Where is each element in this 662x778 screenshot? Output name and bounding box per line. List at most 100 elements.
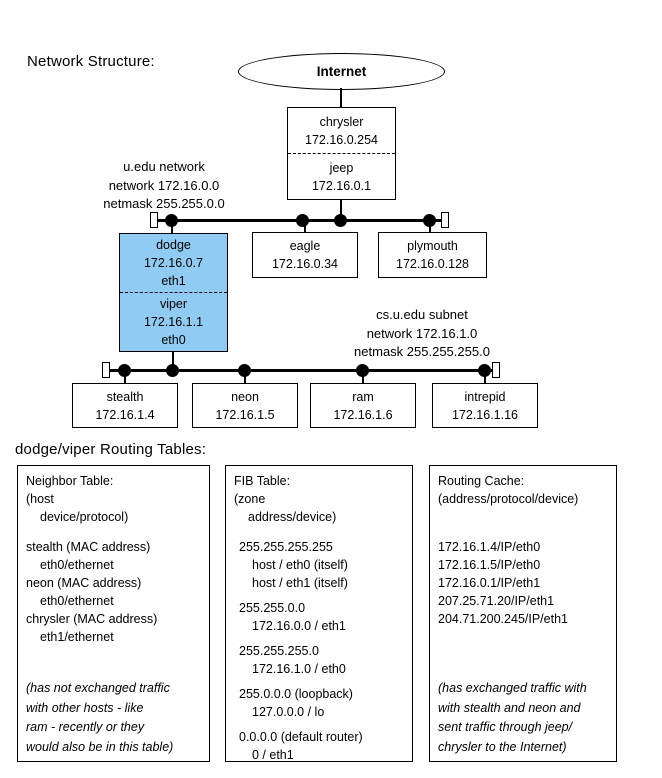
cache-entry: 172.16.1.5/IP/eth0	[438, 558, 541, 572]
node-ip: 172.16.1.1	[143, 315, 204, 329]
uedu-network-label: u.edu network network 172.16.0.0 netmask…	[69, 158, 259, 214]
fib-group: 255.0.0.0 (loopback) 127.0.0.0 / lo	[234, 685, 404, 721]
bus2-tap-intrepid	[478, 364, 491, 377]
neighbor-entries: stealth (MAC address) eth0/ethernet neon…	[26, 538, 201, 646]
node-ip: 172.16.0.1	[311, 178, 372, 193]
chrysler-cell: chrysler 172.16.0.254	[288, 108, 395, 153]
connector-bus1-plymouth	[429, 221, 431, 232]
table-key: (address/protocol/device)	[438, 492, 579, 506]
network-name: u.edu network	[123, 159, 205, 174]
bus2-right-terminator	[492, 362, 500, 378]
bus2-tap-stealth	[118, 364, 131, 377]
cache-entry: 172.16.0.1/IP/eth1	[438, 576, 541, 590]
node-ip: 172.16.0.7	[143, 256, 204, 270]
bus2-left-terminator	[102, 362, 110, 378]
note-line: sent traffic through jeep/	[438, 720, 573, 734]
table-title: Neighbor Table:	[26, 474, 114, 488]
jeep-cell: jeep 172.16.0.1	[288, 153, 395, 199]
note-line: would also be in this table)	[26, 739, 174, 754]
csuedu-subnet-label: cs.u.edu subnet network 172.16.1.0 netma…	[332, 306, 512, 362]
connector-internet-chrysler	[340, 88, 342, 107]
bus1-tap-dodge	[165, 214, 178, 227]
connector-bus2-ram	[362, 372, 364, 383]
fib-route: 172.16.1.0 / eth0	[252, 662, 346, 676]
node-name: stealth	[106, 389, 144, 404]
node-ip: 172.16.0.128	[396, 257, 469, 271]
cache-entry: 172.16.1.4/IP/eth0	[438, 540, 541, 554]
fib-route: host / eth0 (itself)	[252, 558, 348, 572]
cache-note: (has exchanged traffic with with stealth…	[438, 679, 610, 757]
fib-zone: 255.255.255.255	[239, 540, 333, 554]
neighbor-table: Neighbor Table: (host device/protocol) s…	[17, 465, 210, 762]
bus1-left-terminator	[150, 212, 158, 228]
connector-bus1-eagle	[304, 221, 306, 232]
node-ram: ram 172.16.1.6	[310, 383, 416, 428]
connector-jeep-bus1	[340, 200, 342, 220]
fib-zone: 0.0.0.0 (default router)	[239, 730, 363, 744]
neighbor-device: eth0/ethernet	[40, 594, 114, 608]
internet-label: Internet	[316, 64, 367, 79]
neighbor-note: (has not exchanged traffic with other ho…	[26, 679, 203, 757]
table-key: (host	[26, 492, 54, 506]
viper-cell: viper 172.16.1.1 eth0	[120, 292, 227, 351]
note-line: with stealth and neon and	[438, 700, 581, 715]
cache-entries: 172.16.1.4/IP/eth0 172.16.1.5/IP/eth0 17…	[438, 538, 608, 628]
note-line: chrysler to the Internet)	[438, 739, 567, 754]
node-name: neon	[231, 389, 259, 404]
bus2-tap-neon	[238, 364, 251, 377]
note-line: (has exchanged traffic with	[438, 681, 587, 695]
fib-group: 255.255.255.0 172.16.1.0 / eth0	[234, 642, 404, 678]
fib-route: 172.16.0.0 / eth1	[252, 619, 346, 633]
node-ip: 172.16.1.4	[95, 407, 155, 422]
node-ip: 172.16.1.6	[333, 407, 393, 422]
node-name: ram	[352, 389, 374, 404]
node-name: dodge	[156, 238, 191, 252]
network-name: cs.u.edu subnet	[376, 307, 468, 322]
table-key: address/device)	[248, 510, 337, 524]
dodge-cell: dodge 172.16.0.7 eth1	[120, 234, 227, 292]
neighbor-host: neon (MAC address)	[26, 576, 142, 590]
network-netmask: netmask 255.255.0.0	[103, 196, 225, 211]
router-box-dodge-viper: dodge 172.16.0.7 eth1 viper 172.16.1.1 e…	[119, 233, 228, 352]
network-address: network 172.16.0.0	[108, 177, 220, 193]
neighbor-host: stealth (MAC address)	[26, 540, 151, 554]
node-intrepid: intrepid 172.16.1.16	[432, 383, 538, 428]
fib-table: FIB Table: (zone address/device) 255.255…	[225, 465, 413, 762]
node-name: plymouth	[407, 239, 458, 253]
neighbor-device: eth0/ethernet	[40, 558, 114, 572]
network-address: network 172.16.1.0	[366, 325, 478, 341]
neighbor-host: chrysler (MAC address)	[26, 612, 158, 626]
note-line: ram - recently or they	[26, 720, 145, 734]
node-name: jeep	[329, 160, 354, 175]
fib-group: 255.255.255.255 host / eth0 (itself) hos…	[234, 538, 404, 592]
node-plymouth: plymouth 172.16.0.128	[378, 232, 487, 278]
routing-cache-table: Routing Cache: (address/protocol/device)…	[429, 465, 617, 762]
fib-route: host / eth1 (itself)	[252, 576, 348, 590]
connector-bus1-dodge	[171, 221, 173, 233]
cache-entry: 207.25.71.20/IP/eth1	[438, 594, 555, 608]
node-name: eagle	[289, 239, 321, 253]
node-ip: 172.16.1.16	[451, 407, 519, 422]
table-key: (zone	[234, 492, 266, 506]
routing-tables-heading: dodge/viper Routing Tables:	[15, 441, 207, 458]
fib-zone: 255.255.0.0	[239, 601, 306, 615]
fib-zone: 255.0.0.0 (loopback)	[239, 687, 353, 701]
table-title: Routing Cache:	[438, 474, 525, 488]
node-name: viper	[159, 297, 188, 311]
fib-zone: 255.255.255.0	[239, 644, 319, 658]
connector-viper-bus2	[172, 352, 174, 369]
node-ip: 172.16.1.5	[215, 407, 275, 422]
note-line: with other hosts - like	[26, 700, 144, 715]
bus2-tap-viper	[166, 364, 179, 377]
bus1-tap-plymouth	[423, 214, 436, 227]
node-name: chrysler	[319, 114, 364, 129]
node-chrysler-jeep: chrysler 172.16.0.254 jeep 172.16.0.1	[287, 107, 396, 200]
page-title: Network Structure:	[27, 53, 155, 70]
connector-bus2-stealth	[124, 372, 126, 383]
node-neon: neon 172.16.1.5	[192, 383, 298, 428]
bus1-tap-jeep	[334, 214, 347, 227]
node-ip: 172.16.0.254	[305, 132, 378, 147]
fib-route: 127.0.0.0 / lo	[252, 705, 325, 719]
connector-bus2-neon	[244, 372, 246, 383]
